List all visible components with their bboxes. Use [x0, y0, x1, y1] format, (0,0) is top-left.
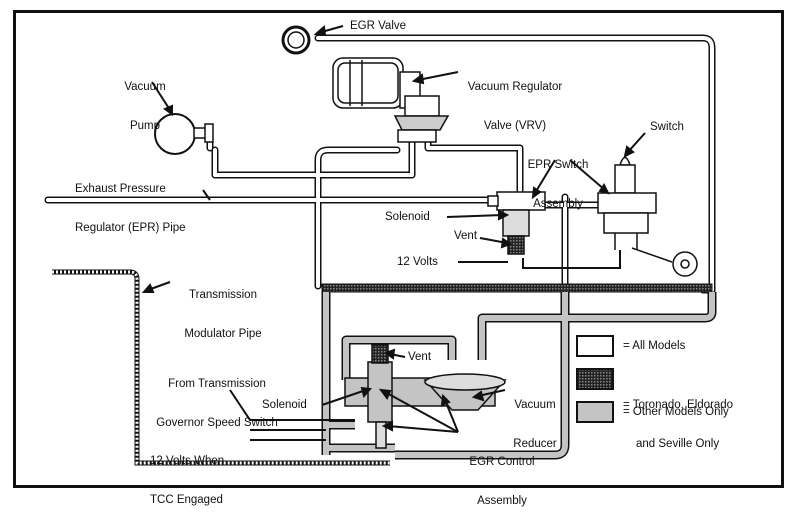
- label-vacuum-reducer-line1: Vacuum: [514, 399, 556, 411]
- label-from-trans-line1: From Transmission: [168, 378, 266, 390]
- label-twelve-volts-tcc: 12 Volts When TCC Engaged: [150, 429, 224, 520]
- label-vacuum-pump-line2: Pump: [129, 120, 161, 132]
- label-epr-switch-assembly: EPR Switch Assembly: [518, 133, 598, 224]
- label-vrv: Vacuum Regulator Valve (VRV): [455, 55, 575, 146]
- label-trans-mod-line1: Transmission: [189, 289, 257, 301]
- legend-swatches: [576, 335, 614, 423]
- label-vacuum-reducer: Vacuum Reducer: [505, 373, 565, 464]
- checkered-hose: [321, 283, 713, 293]
- label-exhaust-pressure: Exhaust Pressure Regulator (EPR) Pipe: [75, 157, 186, 248]
- label-vrv-line1: Vacuum Regulator: [467, 81, 563, 93]
- label-solenoid-bottom: Solenoid: [262, 399, 307, 411]
- label-exhaust-line2: Regulator (EPR) Pipe: [75, 222, 186, 234]
- vacuum-hose-diagram: [44, 25, 717, 466]
- legend-label-all-models: = All Models: [623, 340, 686, 352]
- label-twelve-volts: 12 Volts: [397, 256, 438, 268]
- label-epr-switch-line1: EPR Switch: [527, 159, 589, 171]
- leader-arrows: [141, 25, 646, 433]
- legend-label-other-models: = Other Models Only: [623, 406, 729, 418]
- label-vacuum-reducer-line2: Reducer: [513, 438, 557, 450]
- label-vrv-line2: Valve (VRV): [483, 120, 547, 132]
- legend-label-toronado-line1: = Toronado, Eldorado: [623, 399, 734, 411]
- egr-control-assembly: [344, 344, 507, 449]
- label-switch: Switch: [650, 121, 684, 133]
- label-trans-mod-line2: Modulator Pipe: [184, 328, 262, 340]
- label-solenoid-top: Solenoid: [385, 211, 430, 223]
- switch-component: [597, 156, 698, 277]
- label-egr-control-assembly: EGR Control Assembly: [452, 430, 552, 521]
- label-vent-bottom: Vent: [408, 351, 432, 363]
- label-egr-valve: EGR Valve: [350, 20, 407, 32]
- label-twelve-volts-tcc-line1: 12 Volts When: [150, 455, 225, 467]
- all-models-hoses: [44, 34, 716, 299]
- label-vacuum-pump-line1: Vacuum: [124, 81, 166, 93]
- bottom-wires: [229, 389, 355, 441]
- label-egr-control-line1: EGR Control: [469, 456, 535, 468]
- vacuum-pump: [154, 113, 214, 155]
- label-transmission-modulator: Transmission Modulator Pipe: [173, 263, 273, 354]
- label-exhaust-line1: Exhaust Pressure: [75, 183, 166, 195]
- legend-label-toronado: = Toronado, Eldorado and Seville Only: [623, 373, 733, 464]
- legend-swatch-toronado: [576, 368, 614, 390]
- legend-swatch-other-models: [576, 401, 614, 423]
- label-vacuum-pump: Vacuum Pump: [110, 55, 180, 146]
- label-twelve-volts-tcc-line2: TCC Engaged: [150, 494, 223, 506]
- transmission-modulator-pipe: [52, 269, 390, 466]
- vacuum-regulator-valve: [332, 57, 450, 143]
- label-from-transmission: From Transmission Governor Speed Switch: [142, 352, 292, 443]
- label-vent-top: Vent: [454, 230, 478, 242]
- label-epr-switch-line2: Assembly: [533, 198, 583, 210]
- legend-label-toronado-line2: and Seville Only: [636, 438, 720, 450]
- label-from-trans-line2: Governor Speed Switch: [156, 417, 278, 429]
- egr-valve: [281, 25, 311, 55]
- legend-swatch-all-models: [576, 335, 614, 357]
